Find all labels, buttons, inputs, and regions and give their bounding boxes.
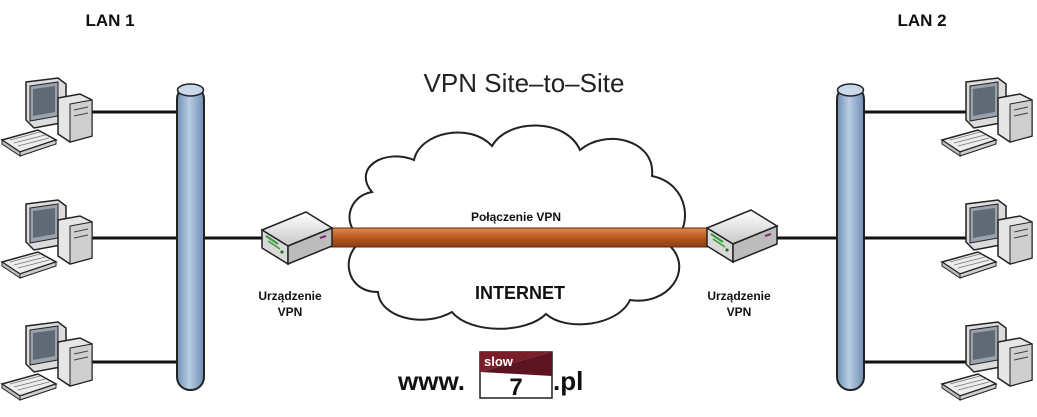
lan2-backbone <box>836 83 865 391</box>
diagram-title: VPN Site–to–Site <box>424 68 625 98</box>
lan1-computer-icon-3 <box>1 321 93 401</box>
vpn-router-right-icon <box>706 209 778 263</box>
watermark-suffix: .pl <box>553 366 583 396</box>
lan1-backbone <box>176 83 205 391</box>
device-left-label-line2: VPN <box>278 305 303 319</box>
lan2-label: LAN 2 <box>897 11 946 30</box>
lan2-computer-icon-1 <box>941 77 1033 157</box>
watermark-logo-top: slow <box>484 354 514 369</box>
device-left-label-line1: Urządzenie <box>258 289 322 303</box>
internet-cloud <box>347 124 686 330</box>
vpn-connection-label: Połączenie VPN <box>471 210 561 224</box>
device-right-label-line2: VPN <box>727 305 752 319</box>
vpn-tunnel <box>317 227 713 248</box>
lan1-label: LAN 1 <box>85 11 134 30</box>
lan1-computer-icon-2 <box>1 199 93 279</box>
device-right-label-line1: Urządzenie <box>707 289 771 303</box>
watermark-logo: www. slow 7 .pl <box>397 351 583 401</box>
lan1-computer-icon-1 <box>1 77 93 157</box>
vpn-router-left-icon <box>261 211 333 265</box>
internet-label: INTERNET <box>475 283 565 303</box>
watermark-logo-number: 7 <box>509 374 522 401</box>
watermark-prefix: www. <box>397 366 465 396</box>
